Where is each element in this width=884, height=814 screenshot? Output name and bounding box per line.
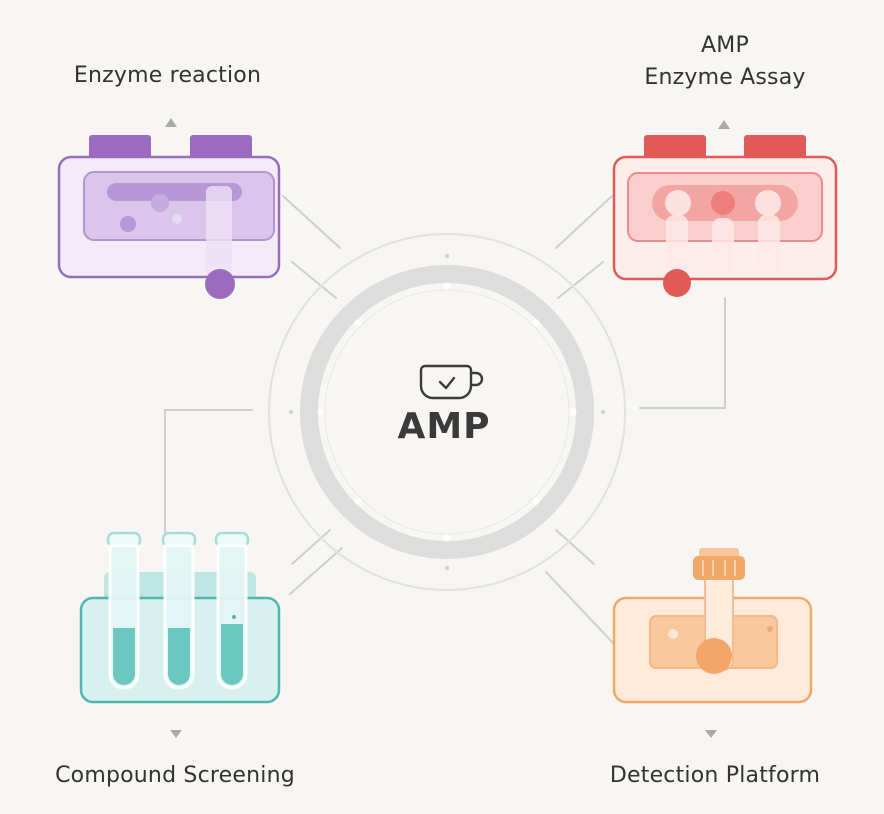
- label-amp-enzyme-assay: AMP Enzyme Assay: [644, 33, 806, 90]
- connectors: [164, 195, 726, 645]
- label-enzyme-reaction: Enzyme reaction: [73, 63, 262, 88]
- label-compound-screening: Compound Screening: [55, 763, 295, 788]
- center-hub: [268, 233, 626, 591]
- assay-plate-icon: [612, 120, 838, 297]
- test-tube-rack-icon: [79, 531, 281, 738]
- label-detection-platform: Detection Platform: [609, 763, 821, 788]
- center-title: AMP: [397, 406, 491, 447]
- detection-cartridge-icon: [612, 548, 813, 738]
- mug-icon: [419, 364, 484, 400]
- reaction-tray-icon: [57, 118, 281, 299]
